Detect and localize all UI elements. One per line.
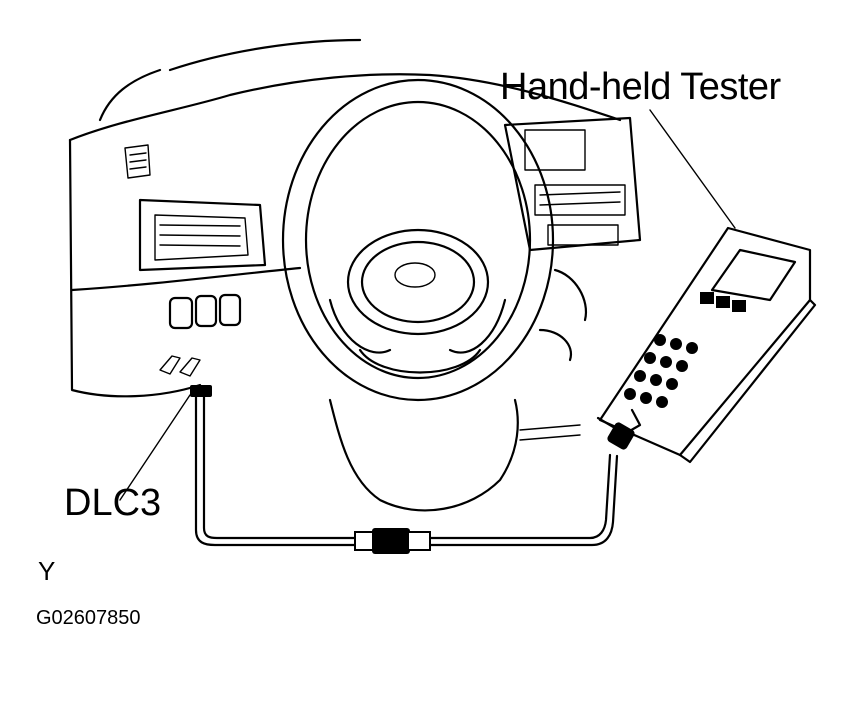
view-label: Y (38, 556, 56, 586)
steering-column (328, 398, 519, 512)
dashboard (68, 38, 622, 398)
tester-cable (194, 395, 619, 554)
dlc3-connector (119, 385, 212, 501)
figure-code: G02607850 (36, 607, 141, 629)
center-console (503, 116, 642, 441)
dlc3-label: DLC3 (64, 482, 162, 524)
steering-wheel (281, 78, 555, 402)
hand-held-tester (596, 109, 817, 464)
tester-label: Hand-held Tester (500, 66, 781, 108)
keypad (624, 334, 698, 408)
switch-panel (159, 293, 242, 377)
